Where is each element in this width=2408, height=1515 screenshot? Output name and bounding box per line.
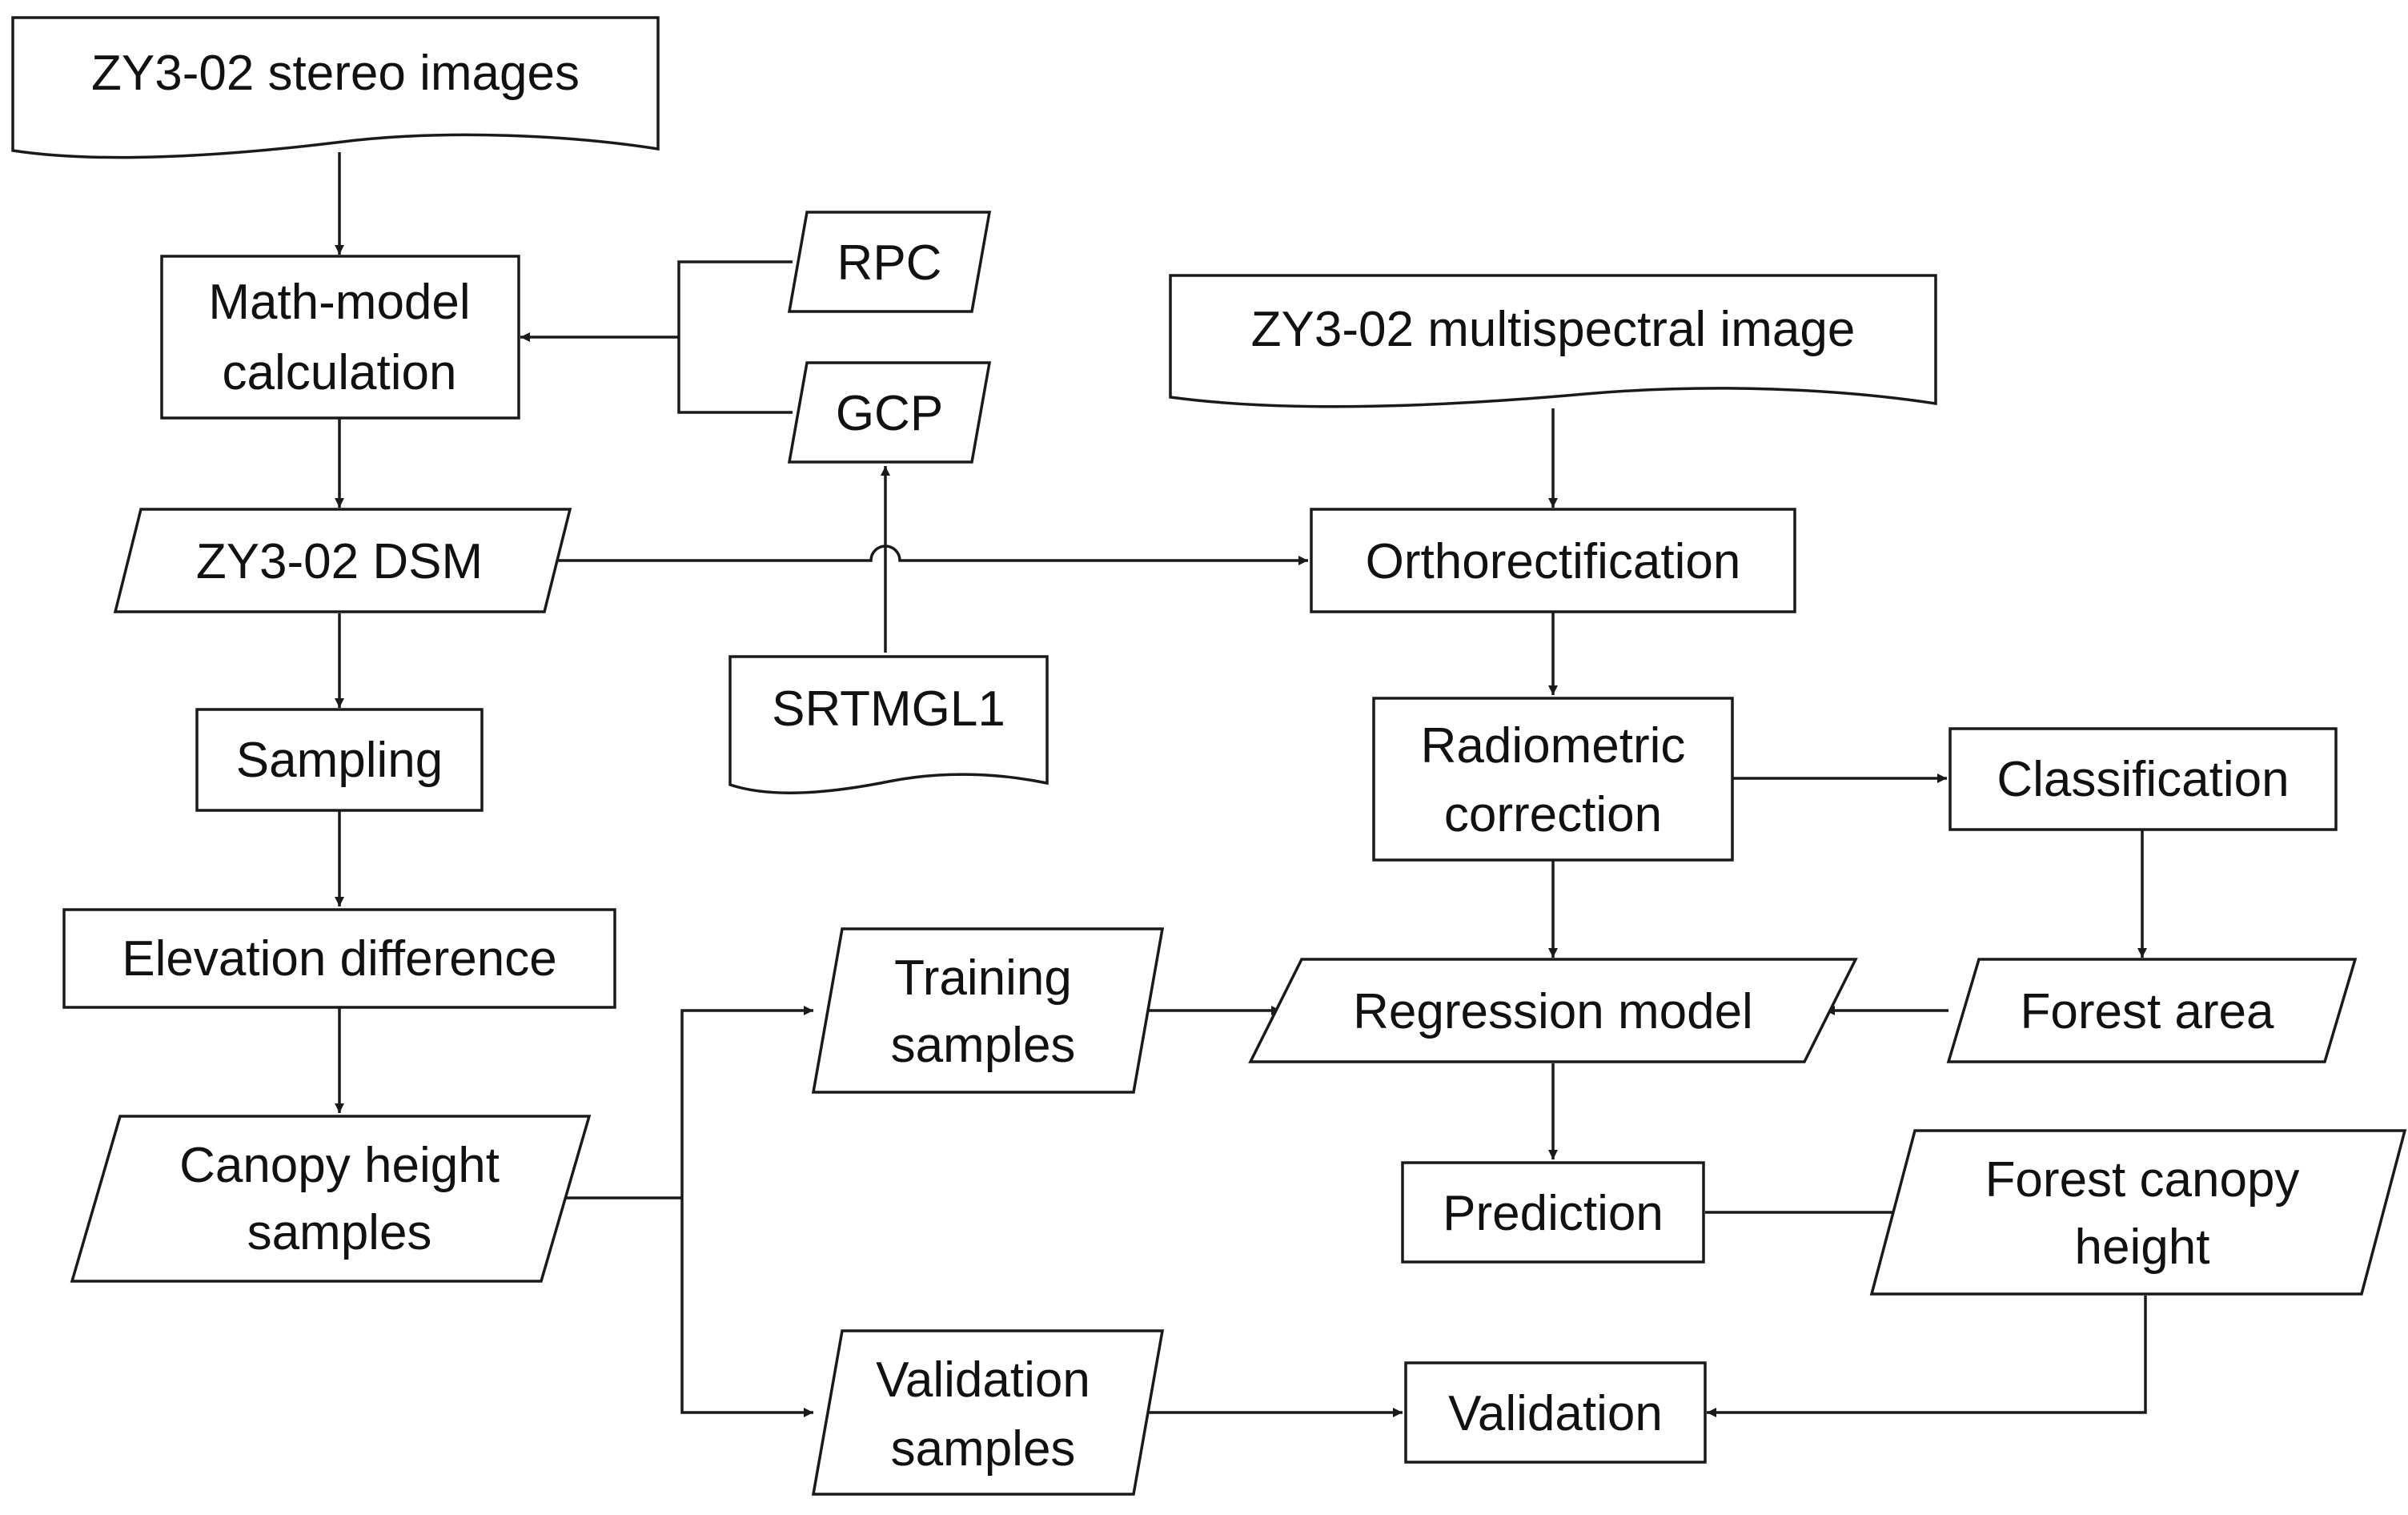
label-line-2: calculation: [223, 345, 457, 400]
process-shape: [160, 255, 520, 420]
data-shape: [811, 1329, 1165, 1496]
process-shape: [1404, 1361, 1707, 1464]
label-line-1: Validation: [876, 1352, 1090, 1408]
label: RPC: [837, 235, 942, 291]
process-shape: [1948, 727, 2338, 831]
node-validation: Validation: [1404, 1361, 1707, 1464]
node-radiometric-correction: Radiometric correction: [1372, 697, 1734, 862]
node-multispectral-image: ZY3-02 multispectral image: [1169, 274, 1937, 408]
label-line-1: Canopy height: [179, 1138, 500, 1193]
node-srtmgl1: SRTMGL1: [728, 655, 1049, 794]
label-line-2: height: [2075, 1220, 2210, 1275]
node-sampling: Sampling: [195, 708, 484, 812]
node-stereo-images: ZY3-02 stereo images: [11, 16, 660, 159]
connectors: [335, 152, 2147, 1417]
label: Elevation difference: [122, 931, 556, 987]
label: GCP: [836, 386, 943, 441]
label: Regression model: [1353, 984, 1753, 1039]
label-line-1: Radiometric: [1421, 718, 1686, 774]
node-regression-model: Regression model: [1248, 958, 1858, 1063]
label: SRTMGL1: [772, 681, 1005, 737]
node-elevation-difference: Elevation difference: [62, 908, 616, 1009]
document-shape: [728, 655, 1049, 794]
label-line-2: samples: [891, 1018, 1076, 1073]
node-forest-canopy-height: Forest canopy height: [1869, 1129, 2407, 1296]
data-shape: [1946, 958, 2358, 1063]
edge-dsm-to-orthorectification: [549, 545, 1308, 565]
node-rpc: RPC: [787, 211, 992, 313]
label: Sampling: [236, 733, 443, 788]
data-shape: [1869, 1129, 2407, 1296]
label-line-1: Training: [894, 950, 1072, 1006]
label-line-1: Forest canopy: [1985, 1152, 2300, 1208]
label: ZY3-02 multispectral image: [1251, 302, 1856, 357]
edge-rpc-gcp-bracket: [677, 260, 793, 414]
document-shape: [1169, 274, 1937, 408]
process-shape: [62, 908, 616, 1009]
data-shape: [787, 211, 992, 313]
node-prediction: Prediction: [1401, 1161, 1705, 1264]
label: ZY3-02 DSM: [196, 534, 483, 589]
edge-split-to-validationsamples: [680, 1198, 813, 1417]
edge-split-to-training: [680, 1006, 813, 1198]
document-shape: [11, 16, 660, 159]
process-shape: [1372, 697, 1734, 862]
node-orthorectification: Orthorectification: [1310, 508, 1796, 613]
data-shape: [70, 1115, 592, 1283]
label-line-2: samples: [247, 1205, 432, 1260]
label-line-2: correction: [1444, 787, 1662, 842]
label: Prediction: [1443, 1186, 1664, 1241]
data-shape: [1248, 958, 1858, 1063]
edge-forestheight-to-validation: [1707, 1296, 2147, 1417]
node-gcp: GCP: [787, 361, 992, 464]
label-line-2: samples: [891, 1421, 1076, 1477]
label-line-1: Math-model: [208, 275, 470, 330]
node-canopy-height-samples: Canopy height samples: [70, 1115, 592, 1283]
label: ZY3-02 stereo images: [91, 46, 580, 101]
label: Classification: [1997, 752, 2289, 807]
data-shape: [811, 927, 1165, 1094]
data-shape: [113, 508, 572, 613]
label: Validation: [1448, 1386, 1663, 1441]
process-shape: [1310, 508, 1796, 613]
label: Forest area: [2020, 984, 2274, 1039]
node-classification: Classification: [1948, 727, 2338, 831]
data-shape: [787, 361, 992, 464]
label: Orthorectification: [1366, 534, 1741, 589]
node-training-samples: Training samples: [811, 927, 1165, 1094]
process-shape: [195, 708, 484, 812]
node-forest-area: Forest area: [1946, 958, 2358, 1063]
node-validation-samples: Validation samples: [811, 1329, 1165, 1496]
process-shape: [1401, 1161, 1705, 1264]
node-math-model: Math-model calculation: [160, 255, 520, 420]
node-dsm: ZY3-02 DSM: [113, 508, 572, 613]
